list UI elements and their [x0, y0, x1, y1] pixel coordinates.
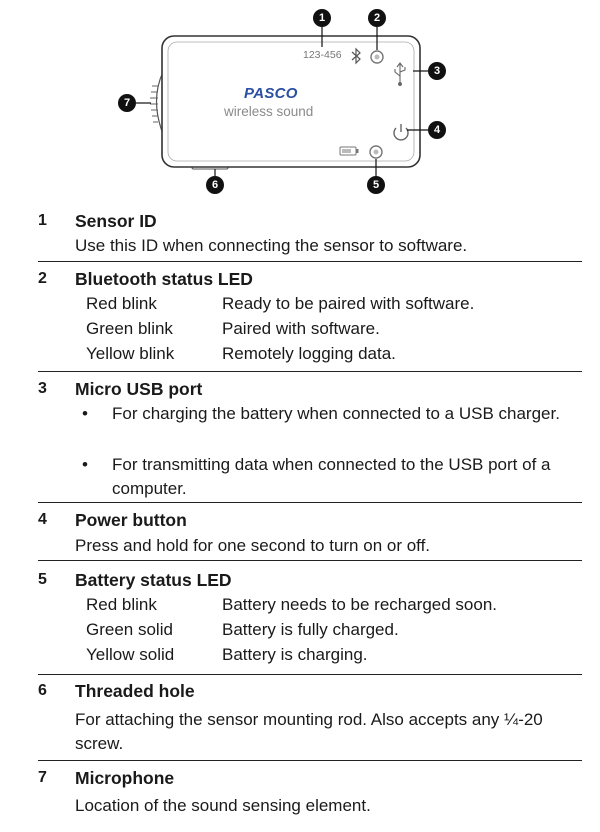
status-meaning: Battery needs to be recharged soon.	[222, 595, 498, 614]
status-label: Red blink	[86, 294, 157, 313]
callout-3: 3	[428, 62, 446, 80]
legend-row-sensor-id: 1 Sensor ID Use this ID when connecting …	[38, 208, 582, 262]
bluetooth-icon	[351, 47, 361, 65]
item-description: Press and hold for one second to turn on…	[75, 536, 431, 555]
sensor-id-label: 123-456	[303, 49, 342, 61]
status-label: Yellow blink	[86, 344, 175, 363]
sensor-drawing	[136, 27, 428, 176]
item-number: 3	[38, 380, 47, 397]
sensor-diagram: 123-456 PASCO wireless sound 1 2 3 4 5 6…	[0, 0, 600, 200]
status-meaning: Battery is fully charged.	[222, 620, 399, 639]
callout-6: 6	[206, 176, 224, 194]
item-number: 2	[38, 270, 47, 287]
callout-4: 4	[428, 121, 446, 139]
item-title: Threaded hole	[75, 681, 195, 701]
item-number: 7	[38, 769, 47, 786]
item-number: 5	[38, 571, 47, 588]
bullet-icon: •	[82, 455, 88, 474]
brand-logo: PASCO	[244, 85, 298, 102]
status-label: Red blink	[86, 595, 157, 614]
callout-7: 7	[118, 94, 136, 112]
status-meaning: Battery is charging.	[222, 645, 368, 664]
sensor-body	[161, 35, 421, 168]
callout-2: 2	[368, 9, 386, 27]
item-title: Bluetooth status LED	[75, 269, 253, 289]
legend-row-threaded-hole: 6 Threaded hole For attaching the sensor…	[38, 678, 582, 761]
item-description: Use this ID when connecting the sensor t…	[75, 236, 468, 255]
bullet-text: For transmitting data when connected to …	[112, 455, 551, 498]
item-title: Sensor ID	[75, 211, 157, 231]
item-title: Micro USB port	[75, 379, 203, 399]
legend-row-power-button: 4 Power button Press and hold for one se…	[38, 507, 582, 561]
usb-icon	[394, 62, 406, 86]
item-description: Location of the sound sensing element.	[75, 796, 371, 815]
microphone-grille-lines	[150, 85, 158, 123]
item-number: 4	[38, 511, 47, 528]
item-number: 1	[38, 212, 47, 229]
legend-row-battery-led: 5 Battery status LED Red blink Battery n…	[38, 567, 582, 675]
battery-led-icon	[369, 145, 383, 159]
power-icon	[393, 124, 409, 141]
status-meaning: Ready to be paired with software.	[222, 294, 475, 313]
bullet-text: For charging the battery when connected …	[112, 404, 560, 423]
status-label: Green solid	[86, 620, 173, 639]
item-description: For attaching the sensor mounting rod. A…	[75, 710, 543, 753]
legend-row-usb-port: 3 Micro USB port • For charging the batt…	[38, 376, 582, 503]
item-number: 6	[38, 682, 47, 699]
bullet-icon: •	[82, 404, 88, 423]
item-title: Battery status LED	[75, 570, 232, 590]
item-title: Microphone	[75, 768, 175, 788]
status-label: Green blink	[86, 319, 173, 338]
status-led-icon	[370, 50, 384, 64]
status-meaning: Remotely logging data.	[222, 344, 396, 363]
product-name: wireless sound	[224, 104, 314, 119]
legend-row-microphone: 7 Microphone Location of the sound sensi…	[38, 765, 582, 825]
callout-1: 1	[313, 9, 331, 27]
status-meaning: Paired with software.	[222, 319, 380, 338]
item-title: Power button	[75, 510, 187, 530]
callout-5: 5	[367, 176, 385, 194]
status-label: Yellow solid	[86, 645, 175, 664]
legend-row-bluetooth-led: 2 Bluetooth status LED Red blink Ready t…	[38, 266, 582, 372]
battery-icon	[339, 146, 359, 156]
